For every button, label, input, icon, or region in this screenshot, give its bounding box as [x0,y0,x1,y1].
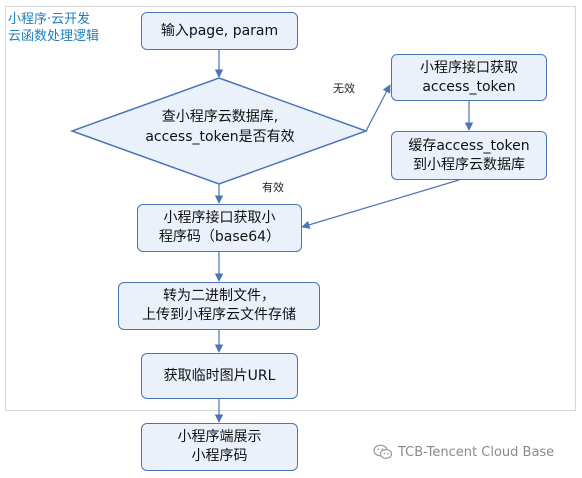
diagram-title: 小程序·云开发 云函数处理逻辑 [8,11,118,45]
wechat-icon [373,444,393,460]
title-line-1: 小程序·云开发 [8,12,91,27]
node-convert-line-2: 上传到小程序云文件存储 [142,307,296,323]
node-check: 查小程序云数据库, access_token是否有效 [120,107,320,147]
footer-brand: TCB-Tencent Cloud Base [373,444,554,460]
node-check-line-1: 查小程序云数据库, [161,109,279,125]
edge-label-valid: 有效 [262,181,284,194]
arrow-check-to-get-token [365,84,391,132]
node-get-code: 小程序接口获取小 程序码（base64） [137,204,302,252]
node-display: 小程序端展示 小程序码 [141,423,298,471]
node-cache-token-line-2: 到小程序云数据库 [413,156,525,173]
node-temp-url-line-1: 获取临时图片URL [163,367,276,384]
node-get-token: 小程序接口获取 access_token [391,54,547,101]
node-input: 输入page, param [141,12,298,50]
node-temp-url: 获取临时图片URL [141,353,298,399]
node-display-line-2: 小程序码 [191,448,248,464]
title-line-2: 云函数处理逻辑 [8,29,100,44]
node-check-line-2: access_token是否有效 [145,129,295,145]
footer-brand-text: TCB-Tencent Cloud Base [398,444,555,460]
node-get-code-line-2: 程序码（base64） [158,229,281,245]
edge-label-invalid: 无效 [333,82,355,95]
node-get-token-line-2: access_token [422,78,516,95]
node-convert: 转为二进制文件， 上传到小程序云文件存储 [118,282,320,330]
node-convert-line-1: 转为二进制文件， [163,288,275,304]
node-get-token-line-1: 小程序接口获取 [420,59,518,76]
arrow-cache-to-get-code [301,179,460,229]
node-input-line-1: 输入page, param [160,22,279,39]
node-cache-token: 缓存access_token 到小程序云数据库 [391,131,547,180]
node-get-code-line-1: 小程序接口获取小 [163,210,276,226]
logic-frame [5,6,576,411]
node-cache-token-line-1: 缓存access_token [408,137,530,154]
node-display-line-1: 小程序端展示 [177,429,262,445]
